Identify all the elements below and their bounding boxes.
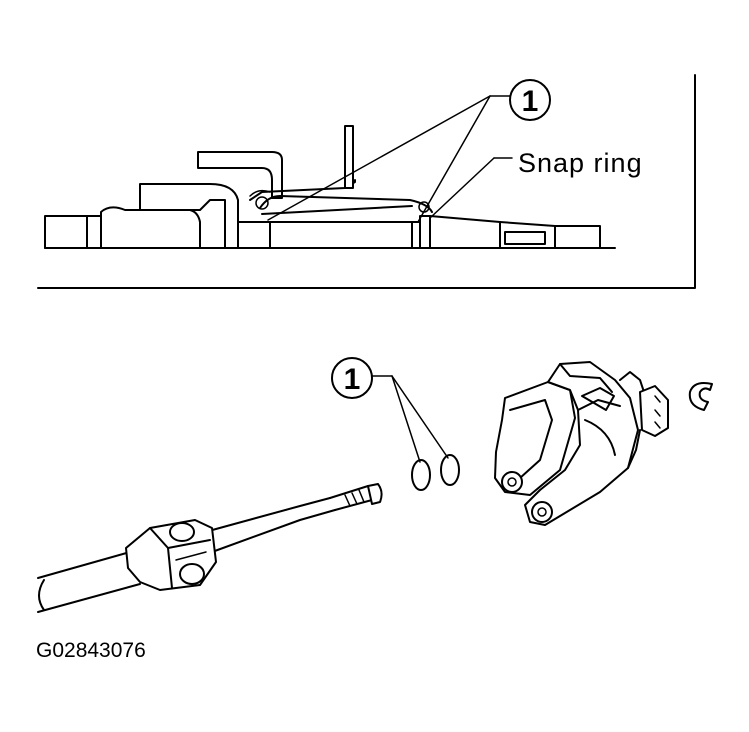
bottom-exploded-view: 1 [37,357,713,613]
bearing-washer-1 [411,459,431,491]
leader-line [429,157,495,219]
snap-ring [688,382,713,411]
steering-shaft [37,483,383,613]
callout-circle [331,357,373,399]
callout-number: 1 [344,363,361,396]
leader-line [391,375,449,459]
right-shaft-assembly [411,215,601,249]
bearing-washer-2 [440,454,460,486]
callout-1-top: 1 [267,79,551,223]
center-shaft-housing [249,125,433,249]
universal-joint [125,519,217,591]
leader-line [391,375,421,463]
detail-frame [37,74,696,289]
leader-line [267,95,491,221]
callout-circle [509,79,551,121]
column-yoke-assembly [494,361,669,526]
figure-id: G02843076 [36,639,146,662]
leader-line [417,95,491,223]
top-detail-view: 1 Snap ring [37,74,696,289]
callout-number: 1 [522,85,539,118]
callout-1-bottom: 1 [331,357,449,463]
left-shaft-assembly [44,151,283,249]
snap-ring-label: Snap ring [518,148,643,178]
snap-ring-callout: Snap ring [429,148,643,219]
